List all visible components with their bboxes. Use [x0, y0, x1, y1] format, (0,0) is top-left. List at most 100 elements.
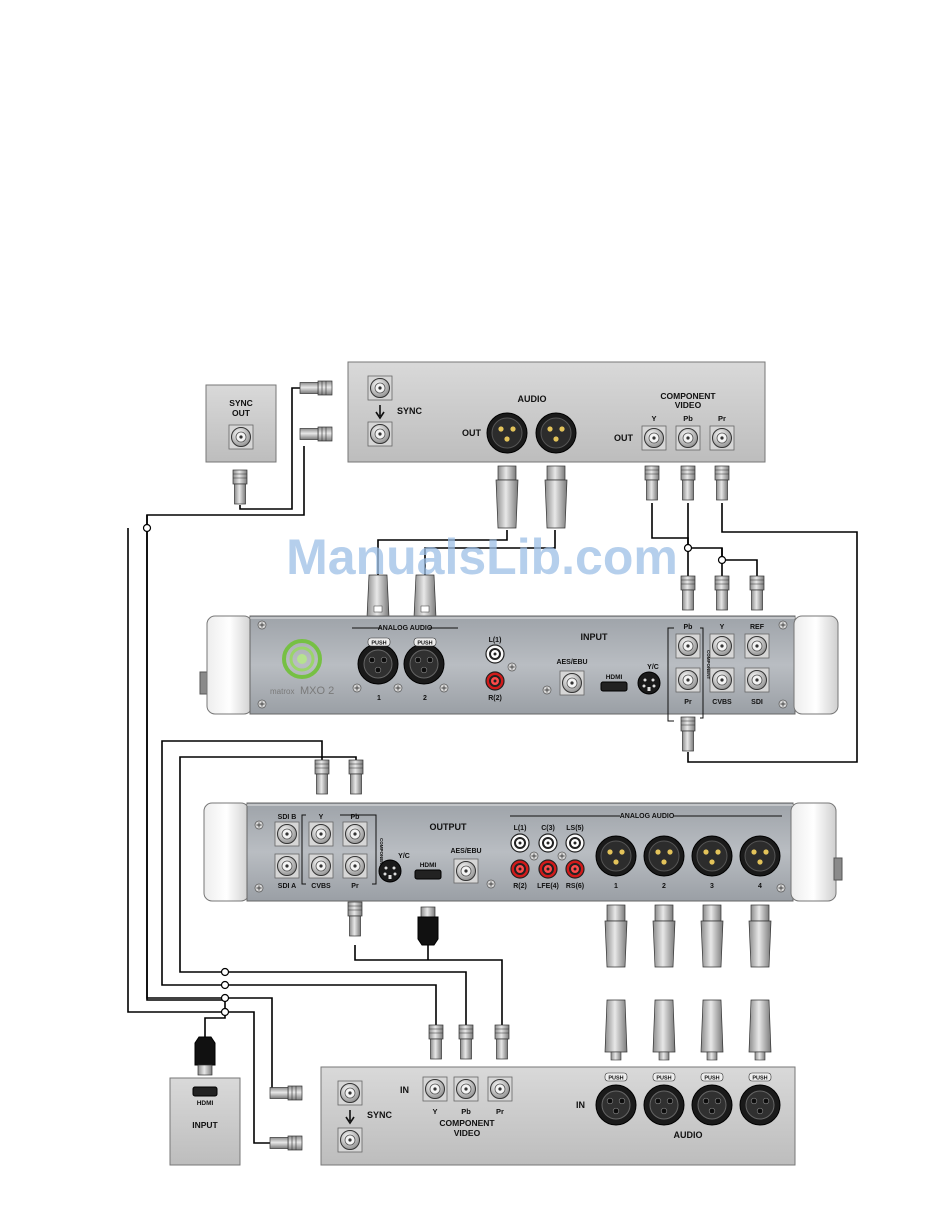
hdmi-input-port[interactable] — [192, 1086, 218, 1097]
mxo-input-hdmi-port[interactable] — [600, 681, 628, 692]
mxo-output-xlr-4[interactable] — [739, 835, 781, 877]
deck-bottom-component-plug-pb — [458, 1024, 474, 1060]
deck-top-sync-bnc-1[interactable] — [367, 375, 393, 401]
mxo-input-aes-bnc[interactable] — [559, 670, 585, 696]
deck-bottom-component-y-bnc[interactable] — [422, 1076, 448, 1102]
mxo-input-yc-port[interactable] — [637, 671, 661, 695]
screw-slot — [488, 881, 494, 887]
rca-pin — [573, 867, 577, 871]
hdmi-plug-body — [194, 1036, 216, 1066]
mxo-output-pb-bnc[interactable] — [342, 821, 368, 847]
deck-top-component-out-label: OUT — [614, 433, 634, 443]
cable-crossover-icon — [142, 523, 152, 533]
mxo-input-push-2-label-box: PUSH — [413, 637, 437, 647]
rca-pin — [493, 679, 497, 683]
deck-top-component-pb-bnc[interactable] — [675, 425, 701, 451]
deck-top-audio-plug-left — [495, 465, 519, 529]
mxo-input-pr-bnc[interactable] — [675, 667, 701, 693]
mxo-output-xlr2-label: 2 — [662, 883, 666, 890]
cable-crossover-icon — [717, 555, 727, 565]
sync-out-title-line1: SYNC — [229, 398, 253, 408]
mxo-output-ls5-label: LS(5) — [566, 825, 584, 832]
deck-top-audio-xlr-left[interactable] — [486, 412, 528, 454]
mxo-output-rca-rs6[interactable] — [565, 859, 585, 879]
deck-bottom-component-pb-bnc[interactable] — [453, 1076, 479, 1102]
mxo-input-cvbs-bnc[interactable] — [709, 667, 735, 693]
mxo-input-rca-r2[interactable] — [485, 671, 505, 691]
mxo-output-sdi-a-bnc[interactable] — [274, 853, 300, 879]
mxo-input-y-bnc[interactable] — [709, 633, 735, 659]
bnc-pin — [348, 1091, 352, 1095]
sync-arrow-icon — [375, 405, 385, 420]
deck-top-sync-bnc-2[interactable] — [367, 421, 393, 447]
svideo-pin — [652, 684, 656, 688]
mxo-output-rca-c3[interactable] — [538, 833, 558, 853]
rca-pin — [493, 652, 497, 656]
mxo-output-rca-ls5[interactable] — [565, 833, 585, 853]
screw-slot — [780, 622, 786, 628]
cable-crossover-icon — [220, 993, 230, 1003]
mxo-output-cvbs-bnc[interactable] — [308, 853, 334, 879]
deck-bottom-port-pr-label: Pr — [496, 1107, 504, 1116]
bnc-plug-body — [299, 428, 319, 440]
mxo-output-rca-lfe4[interactable] — [538, 859, 558, 879]
bnc-plug-body — [682, 730, 694, 752]
mxo-input-ref-bnc[interactable] — [744, 633, 770, 659]
mxo-output-sdi-b-bnc[interactable] — [274, 821, 300, 847]
hdmi-plug-tip — [197, 1064, 213, 1076]
deck-top-component-pr-bnc[interactable] — [709, 425, 735, 451]
mxo-output-aes-bnc[interactable] — [453, 858, 479, 884]
xlr-pin — [667, 849, 673, 855]
screw-icon — [529, 851, 539, 861]
bnc-plug-collar — [680, 575, 696, 591]
mxo-output-hdmi-port[interactable] — [414, 869, 442, 880]
mxo-output-yc-port[interactable] — [378, 859, 402, 883]
screw-icon — [507, 662, 517, 672]
hdmi-input-hdmi-label: HDMI — [197, 1100, 214, 1107]
mxo-output-xlr-1[interactable] — [595, 835, 637, 877]
deck-bottom-sync-bnc-1[interactable] — [337, 1080, 363, 1106]
xlr-plug-tip — [754, 1051, 766, 1061]
xlr-plug-head — [546, 465, 566, 481]
screw-slot — [509, 664, 515, 670]
mxo-input-xlr-1[interactable] — [357, 643, 399, 685]
deck-top-audio-xlr-right[interactable] — [535, 412, 577, 454]
mxo-output-yc-label: Y/C — [398, 853, 410, 860]
bnc-plug-collar — [458, 1024, 474, 1040]
deck-bottom-audio-xlr-1[interactable] — [595, 1084, 637, 1126]
mxo-output-rca-l1[interactable] — [510, 833, 530, 853]
mxo-input-push-1-label: PUSH — [371, 641, 386, 647]
sync-out-bnc-port[interactable] — [228, 424, 254, 450]
deck-bottom-component-pr-bnc[interactable] — [487, 1076, 513, 1102]
mxo-output-rca-r2[interactable] — [510, 859, 530, 879]
mxo-output-y-bnc[interactable] — [308, 821, 334, 847]
mxo-input-sdi-bnc[interactable] — [744, 667, 770, 693]
svideo-key — [388, 875, 392, 879]
hdmi-plug-tip — [420, 906, 436, 918]
mxo-input-pb-bnc[interactable] — [675, 633, 701, 659]
bnc-plug-body — [716, 589, 728, 611]
matrox-logo-icon — [282, 639, 322, 679]
deck-top-audio-out-label: OUT — [462, 428, 482, 438]
mxo-output-pr-bnc[interactable] — [342, 853, 368, 879]
deck-bottom-sync-plug-2 — [269, 1135, 303, 1151]
mxo-input-sdi-plug-bottom — [680, 716, 696, 752]
deck-bottom-audio-xlr-3[interactable] — [691, 1084, 733, 1126]
mxo-output-xlr-2[interactable] — [643, 835, 685, 877]
mxo-input-xlr-2[interactable] — [403, 643, 445, 685]
xlr-socket — [380, 656, 388, 664]
deck-bottom-audio-xlr-2[interactable] — [643, 1084, 685, 1126]
bnc-plug-ridges — [750, 579, 764, 585]
deck-top-component-y-bnc[interactable] — [641, 425, 667, 451]
mxo-input-rca-l1[interactable] — [485, 644, 505, 664]
mxo-output-xlr3-label: 3 — [710, 883, 714, 890]
xlr-socket — [420, 666, 428, 674]
cable-crossover-icon — [220, 967, 230, 977]
deck-bottom-sync-bnc-2[interactable] — [337, 1127, 363, 1153]
xlr-pin — [709, 859, 715, 865]
deck-top-component-label-1: COMPONENT — [660, 391, 716, 401]
mxo-output-sdi-b-label: SDI B — [278, 814, 297, 821]
deck-bottom-audio-xlr-4[interactable] — [739, 1084, 781, 1126]
mxo-input-r2-label: R(2) — [488, 695, 502, 702]
mxo-output-xlr-3[interactable] — [691, 835, 733, 877]
